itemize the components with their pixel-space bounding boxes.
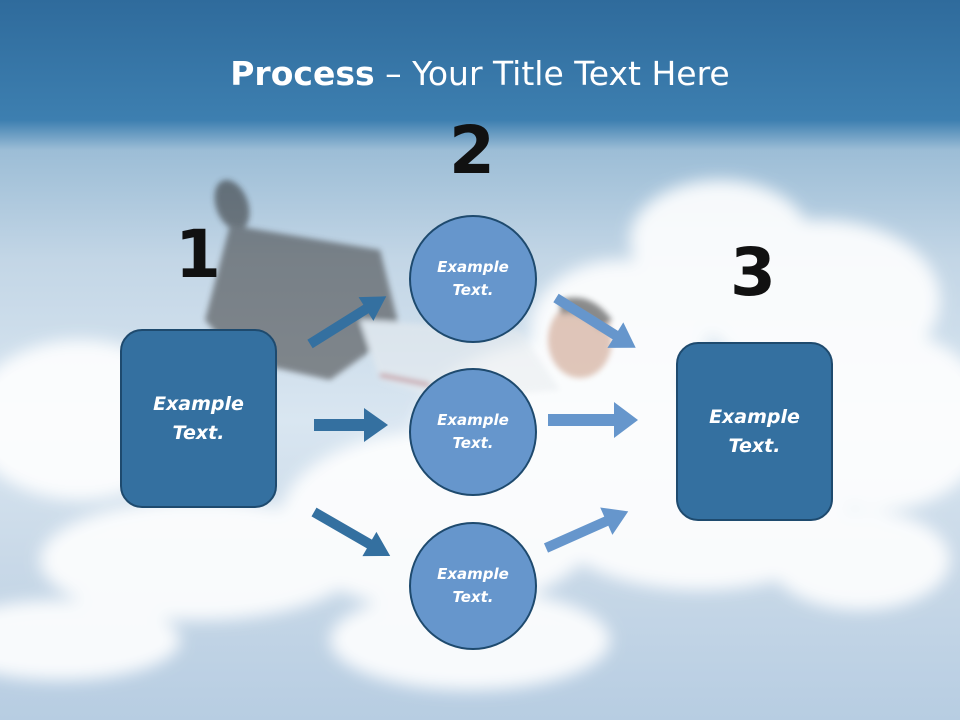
step-3-text-line1: Example bbox=[709, 405, 800, 428]
arrow-down-right bbox=[553, 293, 636, 348]
slide-title: Process – Your Title Text Here bbox=[0, 52, 960, 96]
step-number-2: 2 bbox=[449, 112, 495, 189]
circle-bottom-line2: Text. bbox=[452, 588, 494, 606]
arrow-down-left bbox=[311, 507, 391, 557]
title-bold: Process bbox=[230, 54, 375, 93]
circle-top-line2: Text. bbox=[452, 281, 494, 299]
circle-middle-line2: Text. bbox=[452, 434, 494, 452]
circle-bottom-line1: Example bbox=[437, 565, 509, 583]
circle-middle-line1: Example bbox=[437, 411, 509, 429]
step-1-text-line2: Text. bbox=[172, 421, 225, 444]
arrow-up-right bbox=[543, 507, 629, 553]
right-arrows bbox=[543, 293, 638, 553]
arrow-straight-right bbox=[548, 402, 638, 438]
step-number-1: 1 bbox=[175, 216, 221, 293]
arrow-up-left bbox=[307, 296, 387, 349]
arrow-straight-left bbox=[314, 408, 388, 442]
step-3-text-line2: Text. bbox=[728, 434, 781, 457]
title-rest: – Your Title Text Here bbox=[374, 54, 730, 93]
step-1-text-line1: Example bbox=[153, 392, 244, 415]
step-number-3: 3 bbox=[730, 234, 776, 311]
circle-top-line1: Example bbox=[437, 258, 509, 276]
left-arrows bbox=[307, 296, 391, 557]
